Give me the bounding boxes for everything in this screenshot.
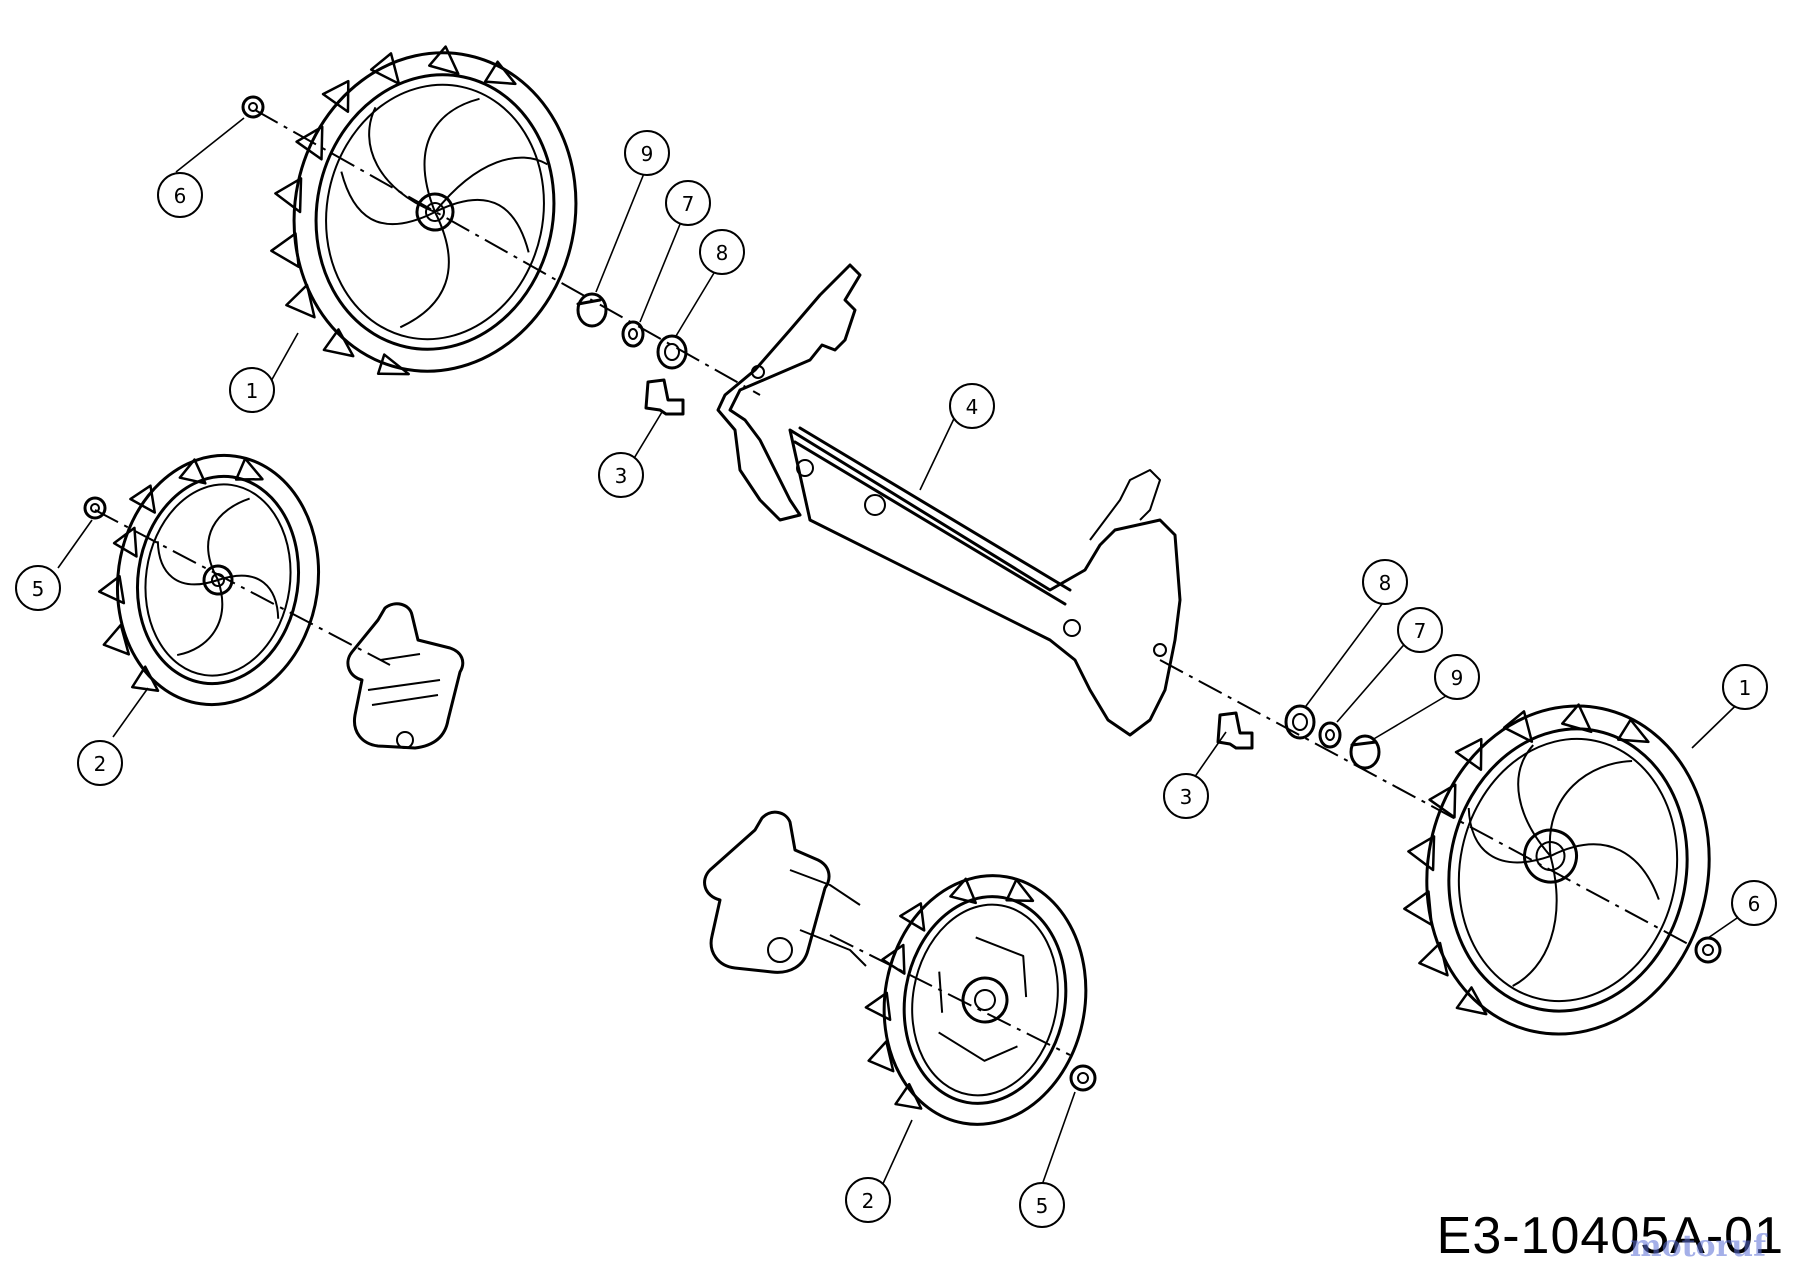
callout-7-top: 7 xyxy=(665,180,711,226)
nut-6-left xyxy=(241,95,265,119)
callout-6-left: 6 xyxy=(157,172,203,218)
svg-text:3: 3 xyxy=(615,464,628,488)
callout-3-right: 3 xyxy=(1163,773,1209,819)
drawing-number: E3-10405A-01 xyxy=(1436,1207,1784,1265)
callout-9-top: 9 xyxy=(624,130,670,176)
front-wheel-left xyxy=(97,453,321,707)
svg-text:9: 9 xyxy=(641,142,654,166)
front-bracket-left xyxy=(346,602,465,750)
hardware-items xyxy=(83,95,1722,1092)
callout-4: 4 xyxy=(949,383,995,429)
callout-6-right: 6 xyxy=(1731,880,1777,926)
rear-wheel-left-spokes xyxy=(340,97,548,329)
nut-5-left xyxy=(83,496,107,520)
bolt-3-right xyxy=(1216,711,1254,750)
rear-wheel-left xyxy=(270,45,578,376)
leader-lines xyxy=(57,117,1761,1189)
callout-1-right: 1 xyxy=(1722,664,1768,710)
front-bracket-right xyxy=(703,810,867,974)
svg-text:6: 6 xyxy=(1748,892,1761,916)
svg-text:3: 3 xyxy=(1180,785,1193,809)
callout-9-right: 9 xyxy=(1434,654,1480,700)
nut-6-right xyxy=(1694,936,1722,964)
svg-text:8: 8 xyxy=(716,241,729,265)
callout-1-left: 1 xyxy=(229,367,275,413)
svg-text:7: 7 xyxy=(1414,619,1427,643)
callout-2-bottom: 2 xyxy=(845,1177,891,1223)
rear-wheel-right-spokes xyxy=(1467,744,1660,987)
rear-axle-frame xyxy=(716,263,1182,737)
callout-2-left: 2 xyxy=(77,740,123,786)
svg-text:6: 6 xyxy=(174,184,187,208)
svg-text:7: 7 xyxy=(682,192,695,216)
bearing-8-right xyxy=(1284,704,1316,740)
callout-7-right: 7 xyxy=(1397,607,1443,653)
washer-7-top xyxy=(621,320,645,348)
svg-text:8: 8 xyxy=(1379,571,1392,595)
front-wheel-right xyxy=(864,874,1088,1126)
callout-8-right: 8 xyxy=(1362,559,1408,605)
svg-text:9: 9 xyxy=(1451,666,1464,690)
svg-text:1: 1 xyxy=(1739,676,1752,700)
svg-text:2: 2 xyxy=(862,1189,875,1213)
callout-8-top: 8 xyxy=(699,229,745,275)
watermark-logo: motoruf xyxy=(1629,1229,1766,1264)
bushing-9-right xyxy=(1349,734,1381,770)
svg-text:4: 4 xyxy=(966,395,979,419)
rear-wheel-left-tread xyxy=(270,45,517,376)
callout-5-left: 5 xyxy=(15,565,61,611)
bushing-9-top xyxy=(576,292,608,328)
callout-5-bottom: 5 xyxy=(1019,1182,1065,1228)
rear-wheel-right xyxy=(1403,703,1711,1036)
svg-text:2: 2 xyxy=(94,752,107,776)
bolt-3-top xyxy=(644,378,685,416)
svg-text:1: 1 xyxy=(246,379,259,403)
callout-3-top: 3 xyxy=(598,452,644,498)
nut-5-bottom xyxy=(1069,1064,1097,1092)
rear-wheel-right-tread xyxy=(1403,703,1650,1016)
svg-text:5: 5 xyxy=(1036,1194,1049,1218)
callouts: 1 1 2 2 3 3 4 5 5 6 6 7 7 8 8 9 9 xyxy=(15,130,1777,1228)
washer-7-right xyxy=(1318,721,1342,749)
bearing-8-top xyxy=(656,334,688,370)
svg-text:5: 5 xyxy=(32,577,45,601)
